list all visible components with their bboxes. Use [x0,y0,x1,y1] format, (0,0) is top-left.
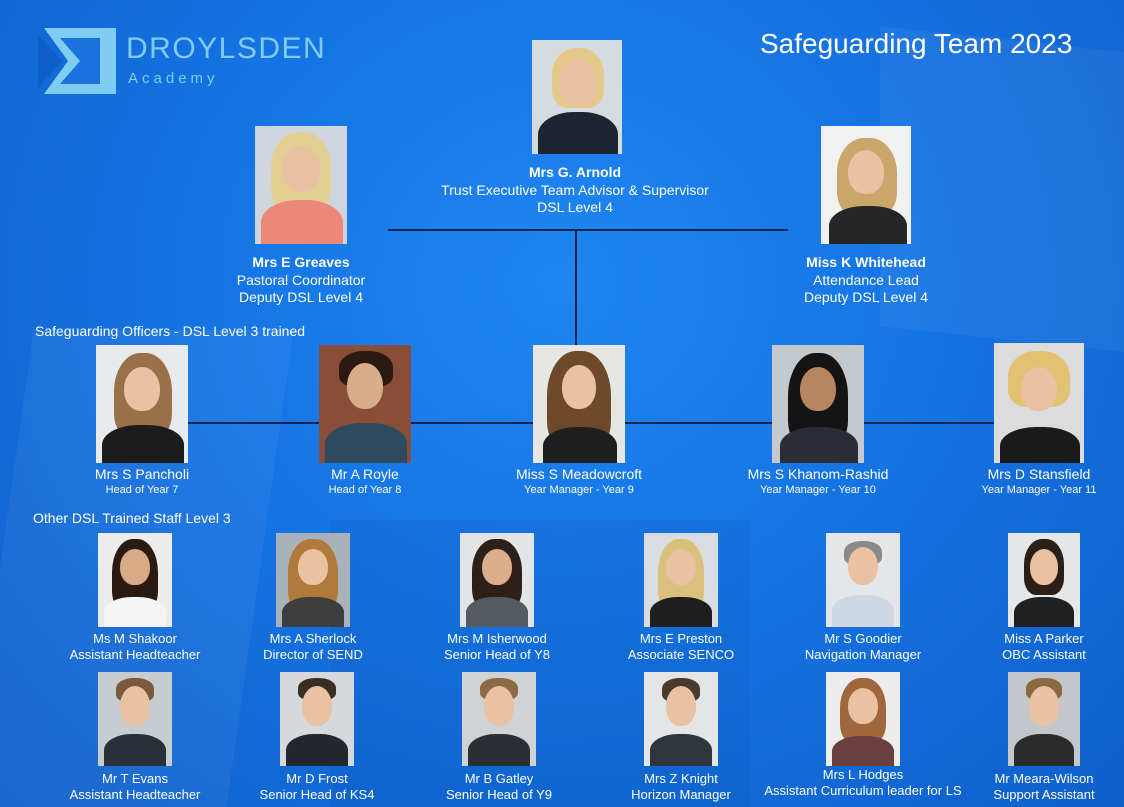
person-role: Year Manager - Year 9 [524,483,634,496]
portrait-gatley [462,672,536,766]
person-role: Head of Year 8 [328,483,402,496]
person-name: Mrs S Pancholi [94,466,190,482]
portrait-khanom-rashid [772,345,864,463]
person-role: Year Manager - Year 10 [760,483,876,496]
person-role: OBC Assistant [1002,647,1086,663]
person-card-preston: Mrs E Preston Associate SENCO [601,631,761,664]
person-name: Miss K Whitehead [806,254,926,270]
person-name: Miss S Meadowcroft [515,466,643,482]
person-role: Trust Executive Team Advisor & Superviso… [441,181,709,198]
person-name: Mr S Goodier [824,631,902,646]
portrait-goodier [826,533,900,627]
portrait-stansfield [994,343,1084,463]
portrait-arnold [532,40,622,154]
portrait-meadowcroft [533,345,625,463]
person-card-stansfield: Mrs D Stansfield Year Manager - Year 11 [964,466,1114,497]
person-level: Deputy DSL Level 4 [239,289,363,305]
person-role: Assistant Headteacher [69,787,201,803]
person-name: Mr A Royle [331,466,399,482]
person-name: Mr D Frost [286,771,348,786]
academy-logo: DROYLSDEN Academy [38,26,378,98]
person-card-shakoor: Ms M Shakoor Assistant Headteacher [55,631,215,664]
person-role: Assistant Curriculum leader for LS [764,783,962,799]
person-level: Deputy DSL Level 4 [804,289,928,305]
person-card-whitehead: Miss K Whitehead Attendance Lead Deputy … [776,254,956,307]
connector-line [388,229,788,231]
portrait-frost [280,672,354,766]
person-card-knight: Mrs Z Knight Horizon Manager [601,771,761,804]
portrait-parker [1008,533,1080,627]
person-name: Mr Meara-Wilson [994,771,1094,786]
person-role: Navigation Manager [804,647,922,663]
portrait-hodges [826,672,900,766]
person-name: Mrs S Khanom-Rashid [747,466,889,482]
person-role: Support Assistant [993,787,1095,803]
person-role: Head of Year 7 [105,483,179,496]
person-card-meara-wilson: Mr Meara-Wilson Support Assistant [974,771,1114,804]
person-role: Senior Head of KS4 [259,787,375,803]
person-name: Mrs G. Arnold [528,164,622,180]
person-card-hodges: Mrs L Hodges Assistant Curriculum leader… [748,767,978,800]
person-name: Mrs E Preston [639,631,723,646]
portrait-evans [98,672,172,766]
person-name: Mrs E Greaves [252,254,350,270]
person-card-goodier: Mr S Goodier Navigation Manager [783,631,943,664]
portrait-greaves [255,126,347,244]
person-card-parker: Miss A Parker OBC Assistant [974,631,1114,664]
portrait-pancholi [96,345,188,463]
person-card-gatley: Mr B Gatley Senior Head of Y9 [419,771,579,804]
person-card-khanom-rashid: Mrs S Khanom-Rashid Year Manager - Year … [728,466,908,497]
person-role: Attendance Lead [813,271,919,288]
person-name: Mr T Evans [102,771,168,786]
connector-line [575,229,577,352]
person-name: Ms M Shakoor [93,631,177,646]
portrait-whitehead [821,126,911,244]
portrait-sherlock [276,533,350,627]
person-card-pancholi: Mrs S Pancholi Head of Year 7 [62,466,222,497]
person-name: Mrs M Isherwood [447,631,547,646]
portrait-royle [319,345,411,463]
person-card-meadowcroft: Miss S Meadowcroft Year Manager - Year 9 [494,466,664,497]
logo-name: DROYLSDEN [126,32,327,65]
person-card-frost: Mr D Frost Senior Head of KS4 [237,771,397,804]
person-card-evans: Mr T Evans Assistant Headteacher [55,771,215,804]
person-role: Senior Head of Y8 [444,647,550,663]
portrait-preston [644,533,718,627]
person-card-greaves: Mrs E Greaves Pastoral Coordinator Deput… [211,254,391,307]
person-name: Mr B Gatley [464,771,534,786]
person-name: Miss A Parker [1004,631,1084,646]
logo-mark-icon [38,28,116,94]
portrait-isherwood [460,533,534,627]
portrait-shakoor [98,533,172,627]
portrait-meara-wilson [1008,672,1080,766]
person-card-arnold: Mrs G. Arnold Trust Executive Team Advis… [380,164,770,217]
page-title: Safeguarding Team 2023 [760,28,1073,59]
section-label-officers: Safeguarding Officers - DSL Level 3 trai… [35,323,306,339]
person-role: Associate SENCO [627,647,735,663]
portrait-knight [644,672,718,766]
person-card-royle: Mr A Royle Head of Year 8 [285,466,445,497]
person-card-isherwood: Mrs M Isherwood Senior Head of Y8 [417,631,577,664]
person-name: Mrs L Hodges [822,767,904,782]
person-card-sherlock: Mrs A Sherlock Director of SEND [233,631,393,664]
person-name: Mrs Z Knight [644,771,718,786]
person-role: Assistant Headteacher [69,647,201,663]
person-name: Mrs D Stansfield [987,466,1091,482]
person-role: Year Manager - Year 11 [981,483,1097,496]
person-name: Mrs A Sherlock [269,631,357,646]
person-role: Senior Head of Y9 [446,787,552,803]
person-role: Pastoral Coordinator [236,271,366,288]
person-level: DSL Level 4 [537,199,613,215]
logo-subtitle: Academy [128,70,219,87]
section-label-other-staff: Other DSL Trained Staff Level 3 [33,510,231,526]
person-role: Director of SEND [263,647,363,663]
person-role: Horizon Manager [631,787,731,803]
